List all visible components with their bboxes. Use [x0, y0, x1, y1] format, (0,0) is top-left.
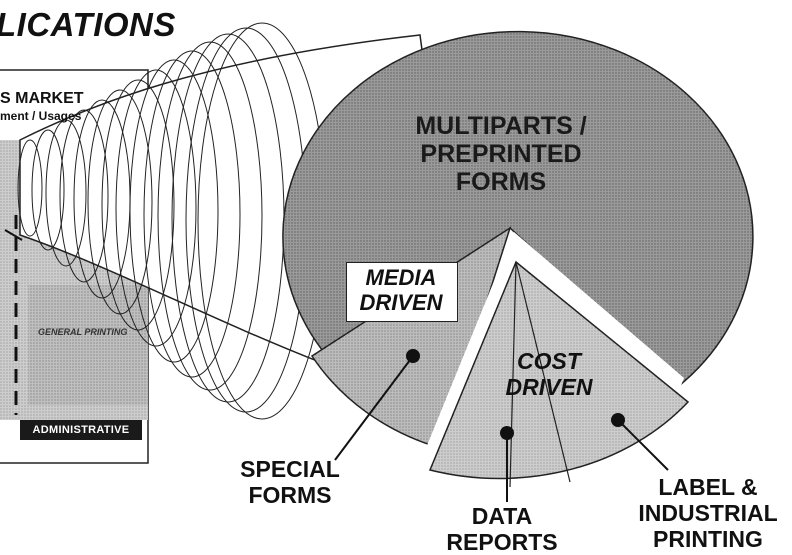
cost-divider-2 — [515, 261, 571, 483]
data-reports-label: DATA REPORTS — [446, 503, 558, 555]
label-industrial-label: LABEL & INDUSTRIAL PRINTING — [638, 474, 778, 552]
multiparts-label: MULTIPARTS / PREPRINTED FORMS — [415, 112, 587, 196]
panel-divider-short — [4, 229, 23, 241]
cost-driven-label: COST DRIVEN — [505, 348, 593, 400]
pie-gap — [426, 232, 684, 452]
general-printing-box — [28, 285, 148, 405]
general-printing-label: GENERAL PRINTING — [38, 327, 128, 337]
label-industrial-leader — [617, 419, 669, 471]
cost-divider-1 — [509, 261, 517, 488]
media-driven-box — [346, 262, 458, 322]
administrative-label: ADMINISTRATIVE — [20, 420, 142, 440]
special-forms-leader — [334, 355, 414, 461]
special-forms-label: SPECIAL FORMS — [240, 456, 340, 508]
page-title: LICATIONS — [0, 6, 176, 43]
market-subheading: ment / Usages — [0, 109, 82, 123]
market-heading: S MARKET — [0, 90, 84, 107]
media-driven-label: MEDIA DRIVEN — [359, 265, 443, 315]
